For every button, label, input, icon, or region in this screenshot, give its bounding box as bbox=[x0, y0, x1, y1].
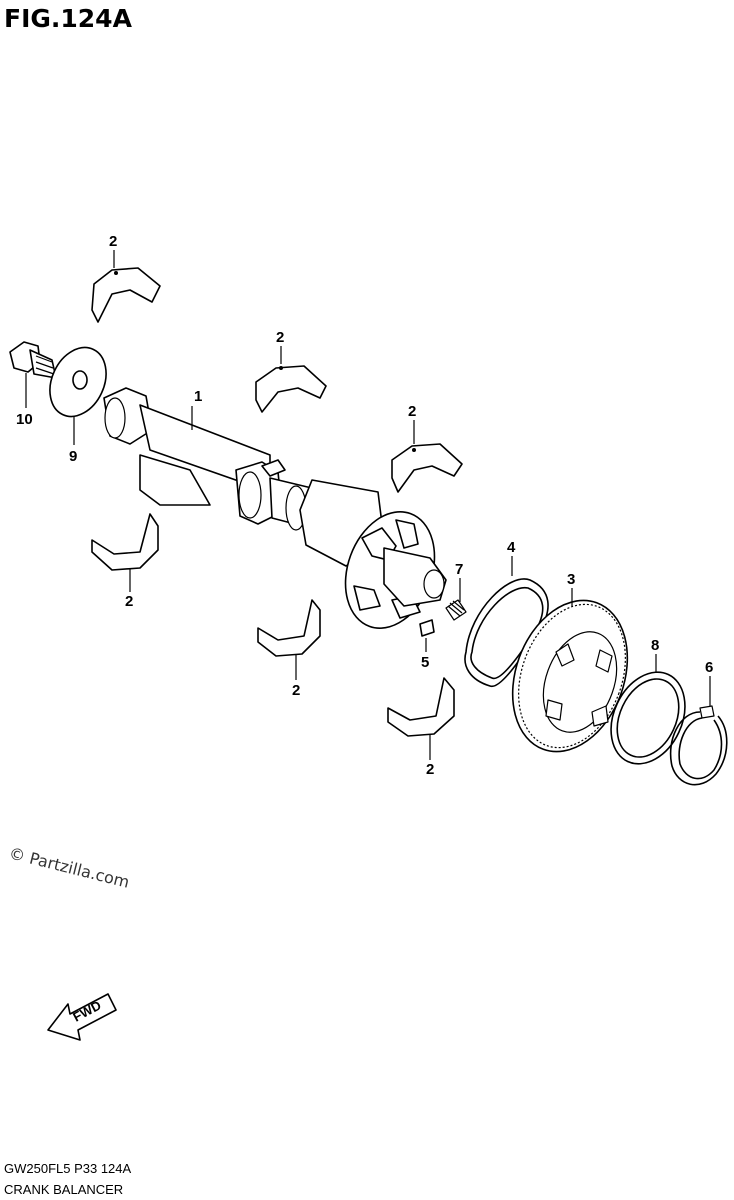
callout-2-bottom-mid: 2 bbox=[292, 682, 300, 699]
callout-2-bottom-left: 2 bbox=[125, 593, 133, 610]
model-code: GW250FL5 P33 124A bbox=[4, 1161, 132, 1176]
diagram-caption: CRANK BALANCER bbox=[4, 1182, 123, 1197]
callout-2-top-left: 2 bbox=[109, 233, 117, 250]
spring-part bbox=[445, 599, 467, 621]
key-part bbox=[419, 619, 435, 637]
callout-1: 1 bbox=[194, 388, 202, 405]
washer-9-part bbox=[49, 346, 107, 418]
driven-gear-part bbox=[511, 599, 629, 753]
bearing-bottom-mid bbox=[257, 599, 321, 657]
bearing-top-mid bbox=[255, 365, 327, 413]
callout-10: 10 bbox=[16, 411, 33, 428]
washer-8-part bbox=[610, 671, 686, 765]
callout-4: 4 bbox=[507, 539, 516, 556]
callout-3: 3 bbox=[567, 571, 575, 588]
bolt-part bbox=[9, 341, 57, 379]
bearing-top-right bbox=[391, 443, 463, 493]
fwd-arrow-icon: FWD bbox=[47, 993, 117, 1041]
bearing-bottom-right bbox=[387, 677, 455, 737]
callout-8: 8 bbox=[651, 637, 659, 654]
bearing-top-left bbox=[91, 267, 161, 323]
callout-2-top-right: 2 bbox=[408, 403, 416, 420]
callout-2-top-mid: 2 bbox=[276, 329, 284, 346]
callout-2-bottom-right: 2 bbox=[426, 761, 434, 778]
callout-7: 7 bbox=[455, 561, 463, 578]
callout-9: 9 bbox=[69, 448, 77, 465]
callout-5: 5 bbox=[421, 654, 429, 671]
figure-title: FIG.124A bbox=[4, 4, 133, 33]
watermark-text: © Partzilla.com bbox=[7, 843, 131, 891]
bearing-bottom-left bbox=[91, 513, 159, 571]
circlip-part bbox=[669, 705, 728, 786]
callout-6: 6 bbox=[705, 659, 713, 676]
balancer-shaft-part bbox=[103, 387, 447, 629]
